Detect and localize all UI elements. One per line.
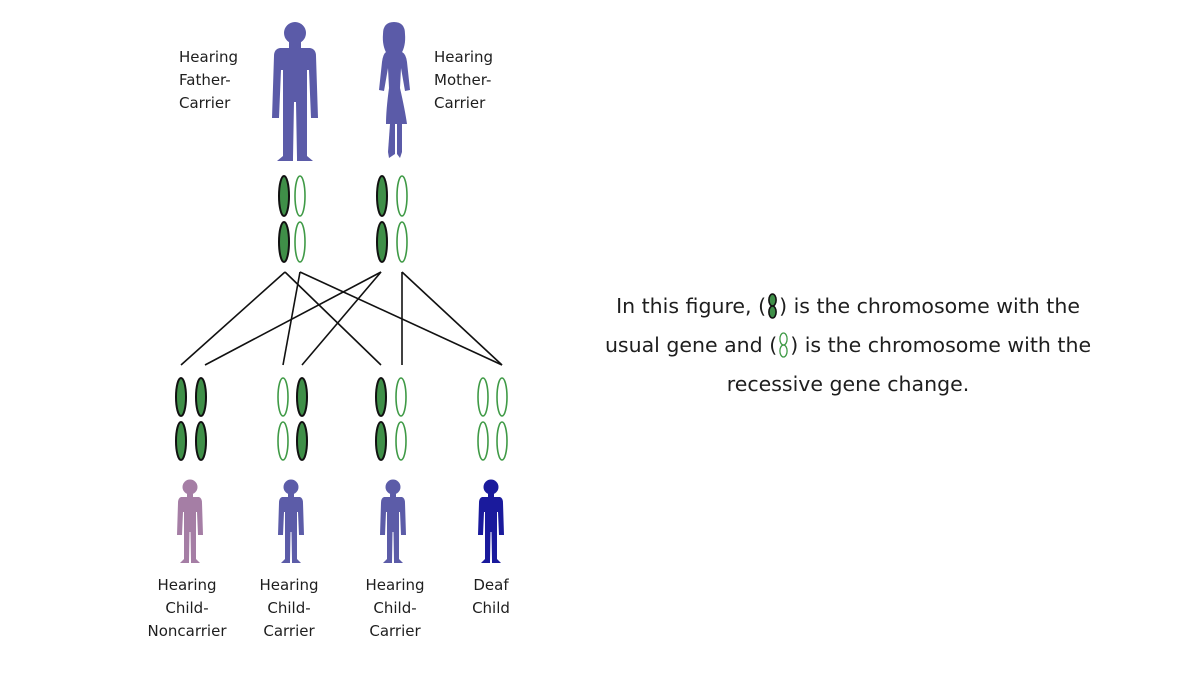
mother-figure-icon (379, 22, 410, 158)
filled-chromosome-icon (175, 377, 187, 461)
father-label: Hearing Father- Carrier (179, 48, 239, 112)
legend-explanation: In this figure, () is the chromosome wit… (575, 287, 1121, 404)
filled-chromosome-icon (278, 175, 290, 263)
father-figure-icon (272, 22, 318, 161)
outline-chromosome-icon (477, 377, 489, 461)
explanation-line-3: recessive gene change. (726, 372, 970, 396)
child-figure-icon (177, 479, 203, 563)
outline-chromosome-icon (496, 377, 508, 461)
inheritance-lines (180, 271, 503, 366)
child-label-noncarrier: Hearing Child- Noncarrier (147, 576, 227, 640)
connection-line (401, 271, 503, 366)
outline-chromosome-icon (277, 377, 289, 461)
connection-line (180, 271, 286, 366)
explanation-line-1: In this figure, () is the chromosome wit… (616, 293, 1080, 319)
child-figures (177, 479, 504, 563)
child-label-carrier-2: Hearing Child- Carrier (365, 576, 425, 640)
child-figure-icon (478, 479, 504, 563)
outline-chromosome-icon (396, 175, 408, 263)
explanation-line-2: usual gene and () is the chromosome with… (604, 332, 1092, 358)
mother-chromosome-pair (376, 175, 408, 263)
child-figure-icon (278, 479, 304, 563)
connection-line (301, 271, 382, 366)
filled-chromosome-icon (376, 175, 388, 263)
child-figure-icon (380, 479, 406, 563)
filled-chromosome-icon (296, 377, 308, 461)
connection-line (284, 271, 382, 366)
filled-chromosome-icon (768, 293, 777, 319)
child-chromosomes (175, 377, 508, 461)
mother-label: Hearing Mother- Carrier (434, 48, 494, 112)
child-label-carrier-1: Hearing Child- Carrier (259, 576, 319, 640)
connection-line (204, 271, 382, 366)
outline-chromosome-icon (294, 175, 306, 263)
father-chromosome-pair (278, 175, 306, 263)
child-label-deaf: Deaf Child (472, 576, 510, 617)
filled-chromosome-icon (375, 377, 387, 461)
outline-chromosome-icon (779, 332, 788, 358)
connection-line (299, 271, 503, 366)
outline-chromosome-icon (395, 377, 407, 461)
filled-chromosome-icon (195, 377, 207, 461)
